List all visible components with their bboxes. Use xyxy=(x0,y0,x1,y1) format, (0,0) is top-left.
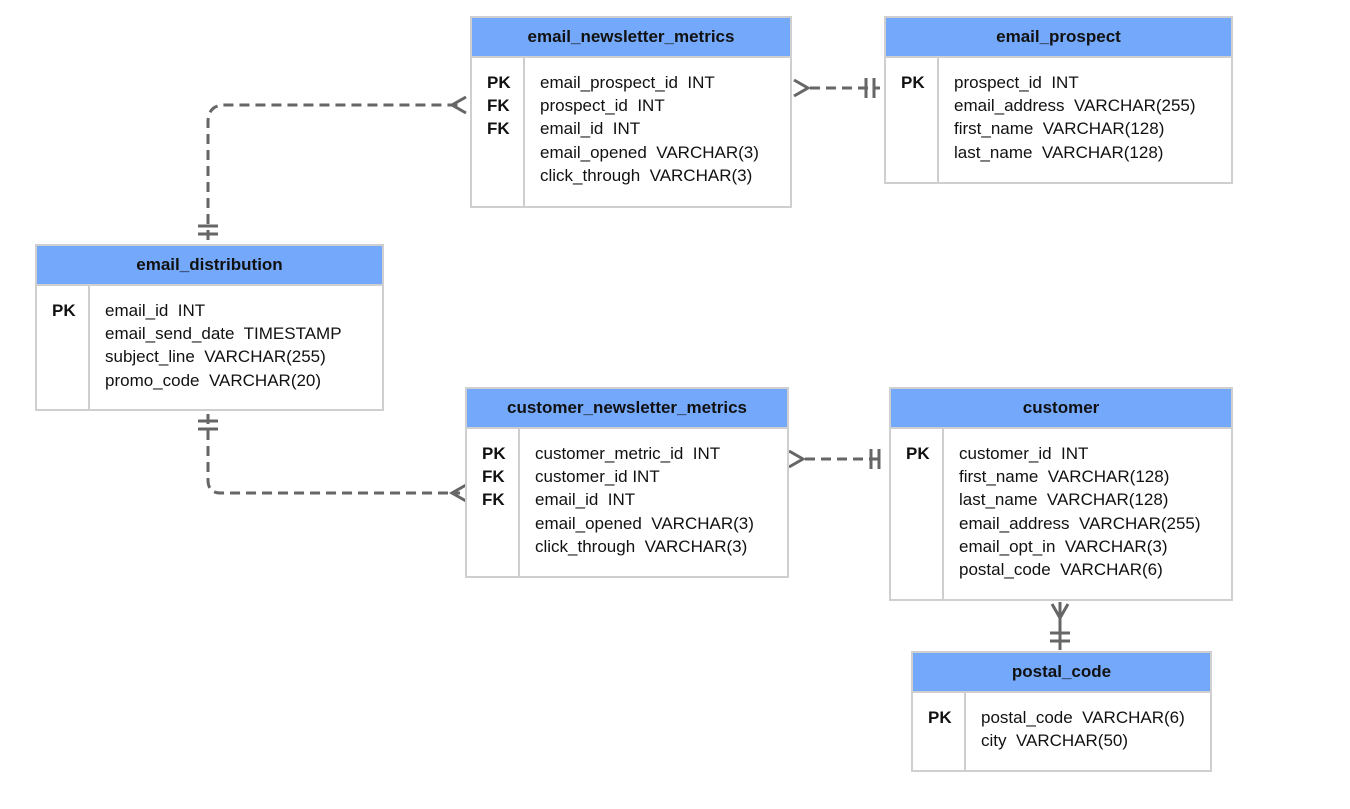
key-cell: PK xyxy=(906,444,930,463)
attribute: email_opt_in VARCHAR(3) xyxy=(959,536,1168,556)
attribute: postal_code VARCHAR(6) xyxy=(959,559,1163,579)
attribute: promo_code VARCHAR(20) xyxy=(105,370,322,390)
attribute: city VARCHAR(50) xyxy=(981,731,1129,751)
entity-email-newsletter-metrics[interactable]: email_newsletter_metrics PK FK FK email_… xyxy=(470,16,792,208)
key-cell: PK xyxy=(487,73,511,92)
key-column: PK xyxy=(886,58,939,182)
key-cell: FK xyxy=(482,490,505,510)
key-column: PK FK FK xyxy=(467,429,520,576)
attribute: email_send_date TIMESTAMP xyxy=(105,324,342,344)
attribute: click_through VARCHAR(3) xyxy=(535,536,748,556)
key-cell xyxy=(906,535,942,558)
rel-distribution-newsletter-metrics xyxy=(206,103,460,240)
attribute-column: prospect_id INT email_address VARCHAR(25… xyxy=(939,58,1196,182)
key-cell xyxy=(901,94,937,117)
attribute: prospect_id INT xyxy=(954,73,1079,92)
key-cell: FK xyxy=(482,467,505,487)
entity-title: customer_newsletter_metrics xyxy=(467,389,787,429)
crowfoot-newsletter-metrics-right xyxy=(793,78,812,98)
entity-email-distribution[interactable]: email_distribution PK email_id INT email… xyxy=(35,244,384,411)
key-cell xyxy=(52,369,88,392)
key-cell: PK xyxy=(901,73,925,92)
attribute: customer_metric_id INT xyxy=(535,444,721,463)
attribute: customer_id INT xyxy=(535,467,660,487)
attribute: subject_line VARCHAR(255) xyxy=(105,347,326,367)
entity-title: email_distribution xyxy=(37,246,382,286)
entity-customer-newsletter-metrics[interactable]: customer_newsletter_metrics PK FK FK cus… xyxy=(465,387,789,578)
attribute: customer_id INT xyxy=(959,444,1089,463)
attribute: email_id INT xyxy=(540,119,641,139)
key-cell xyxy=(901,141,937,164)
key-cell xyxy=(487,141,523,164)
attribute: email_id INT xyxy=(535,490,636,510)
attribute: email_opened VARCHAR(3) xyxy=(535,513,754,533)
attribute: click_through VARCHAR(3) xyxy=(540,165,753,185)
crowfoot-newsletter-metrics-left xyxy=(448,95,467,115)
key-cell xyxy=(906,512,942,535)
key-cell xyxy=(901,117,937,140)
key-cell xyxy=(906,558,942,581)
attribute: last_name VARCHAR(128) xyxy=(954,142,1164,162)
attribute-column: email_id INT email_send_date TIMESTAMP s… xyxy=(90,286,342,409)
attribute: email_address VARCHAR(255) xyxy=(959,513,1201,533)
attribute-column: customer_id INT first_name VARCHAR(128) … xyxy=(944,429,1201,599)
key-cell: PK xyxy=(482,444,506,463)
key-cell: FK xyxy=(487,119,510,139)
attribute: email_address VARCHAR(255) xyxy=(954,96,1196,116)
rel-distribution-customer-metrics xyxy=(206,414,460,495)
entity-postal-code[interactable]: postal_code PK postal_code VARCHAR(6) ci… xyxy=(911,651,1212,772)
key-cell xyxy=(482,535,518,558)
key-cell: FK xyxy=(487,96,510,116)
attribute-column: email_prospect_id INT prospect_id INT em… xyxy=(525,58,759,206)
key-cell xyxy=(928,729,964,752)
entity-title: customer xyxy=(891,389,1231,429)
key-column: PK xyxy=(891,429,944,599)
attribute-column: customer_metric_id INT customer_id INT e… xyxy=(520,429,754,576)
key-column: PK xyxy=(913,693,966,770)
attribute-column: postal_code VARCHAR(6) city VARCHAR(50) xyxy=(966,693,1185,770)
attribute: first_name VARCHAR(128) xyxy=(959,467,1170,487)
crowfoot-customer-metrics-right xyxy=(788,449,807,469)
key-column: PK xyxy=(37,286,90,409)
crowfoot-customer-bottom xyxy=(1050,603,1070,622)
attribute: postal_code VARCHAR(6) xyxy=(981,708,1185,727)
entity-title: email_prospect xyxy=(886,18,1231,58)
key-cell xyxy=(52,322,88,345)
key-column: PK FK FK xyxy=(472,58,525,206)
attribute: email_id INT xyxy=(105,301,206,320)
key-cell xyxy=(52,345,88,368)
attribute: first_name VARCHAR(128) xyxy=(954,119,1165,139)
entity-title: email_newsletter_metrics xyxy=(472,18,790,58)
attribute: last_name VARCHAR(128) xyxy=(959,490,1169,510)
key-cell: PK xyxy=(52,301,76,320)
attribute: prospect_id INT xyxy=(540,96,665,116)
entity-email-prospect[interactable]: email_prospect PK prospect_id INT email_… xyxy=(884,16,1233,184)
attribute: email_opened VARCHAR(3) xyxy=(540,142,759,162)
entity-title: postal_code xyxy=(913,653,1210,693)
key-cell xyxy=(906,488,942,511)
crowfoot-customer-metrics-left xyxy=(448,483,467,503)
key-cell: PK xyxy=(928,708,952,727)
key-cell xyxy=(487,164,523,187)
entity-customer[interactable]: customer PK customer_id INT first_name V… xyxy=(889,387,1233,601)
attribute: email_prospect_id INT xyxy=(540,73,715,92)
key-cell xyxy=(482,512,518,535)
key-cell xyxy=(906,465,942,488)
